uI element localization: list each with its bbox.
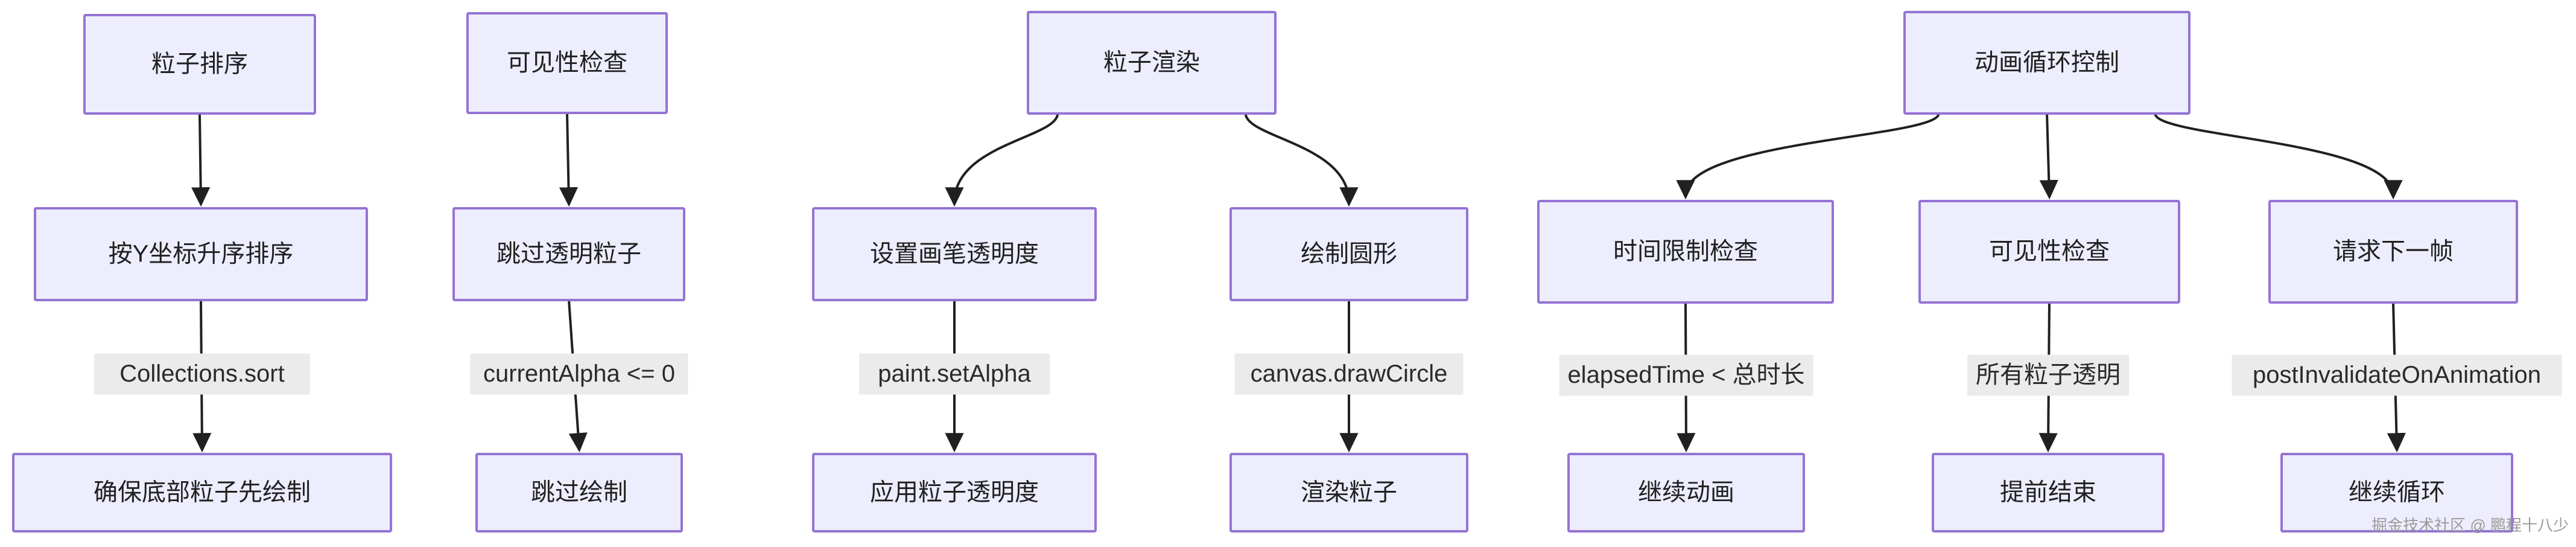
node-box[interactable] [1229, 453, 1468, 533]
edge-label-background [859, 353, 1050, 395]
node-box[interactable] [34, 207, 368, 301]
node-label: 请求下一帧 [2333, 238, 2454, 265]
flow-node[interactable]: 请求下一帧 [2268, 200, 2518, 304]
edge-label-background [1234, 353, 1464, 395]
flow-node[interactable]: 继续动画 [1567, 453, 1805, 533]
edge-connector [191, 113, 211, 207]
flow-node[interactable]: 提前结束 [1932, 453, 2165, 533]
node-box[interactable] [1027, 11, 1277, 115]
node-label: 按Y坐标升序排序 [109, 241, 294, 267]
flow-node[interactable]: 粒子排序 [83, 14, 316, 115]
node-box[interactable] [1567, 453, 1805, 533]
node-label: 确保底部粒子先绘制 [94, 479, 311, 506]
node-label: 粒子排序 [151, 51, 248, 77]
node-label: 动画循环控制 [1975, 50, 2119, 76]
node-box[interactable] [466, 12, 668, 114]
watermark: 掘金技术社区 @ 鹏程十八少 [2371, 516, 2569, 534]
flow-node[interactable]: 按Y坐标升序排序 [34, 207, 368, 301]
flow-node[interactable]: 设置画笔透明度 [812, 207, 1097, 301]
node-label: 应用粒子透明度 [870, 479, 1039, 506]
edge-label: elapsedTime < 总时长 [1567, 362, 1804, 388]
edge-label-background [94, 353, 310, 395]
node-box[interactable] [1903, 11, 2191, 115]
node-box[interactable] [812, 453, 1097, 533]
flow-node[interactable]: 跳过绘制 [475, 453, 683, 533]
flow-node[interactable]: 粒子渲染 [1027, 11, 1277, 115]
node-box[interactable] [1229, 207, 1468, 301]
node-label: 可见性检查 [1989, 238, 2110, 265]
edge-connector [2154, 113, 2403, 200]
node-box[interactable] [1932, 453, 2165, 533]
node-box[interactable] [1918, 200, 2180, 304]
edge-label-background [470, 353, 688, 395]
node-box[interactable] [475, 453, 683, 533]
node-label: 绘制圆形 [1301, 241, 1397, 267]
edge-label-background [1967, 354, 2129, 396]
node-box[interactable] [1537, 200, 1834, 304]
node-box[interactable] [12, 453, 392, 533]
flow-node[interactable]: 应用粒子透明度 [812, 453, 1097, 533]
edge-labels-layer: Collections.sort currentAlpha <= 0 paint.s… [94, 353, 2562, 396]
edge-connector [559, 112, 579, 207]
edge-label: canvas.drawCircle [1251, 360, 1448, 387]
node-label: 粒子渲染 [1103, 50, 1200, 76]
flow-node[interactable]: 绘制圆形 [1229, 207, 1468, 301]
flow-node[interactable]: 时间限制检查 [1537, 200, 1834, 304]
node-label: 渲染粒子 [1301, 479, 1397, 506]
edge-connector [1676, 113, 1940, 200]
edge-label: currentAlpha <= 0 [483, 360, 675, 387]
edge-label: Collections.sort [119, 360, 284, 387]
edge-label: paint.setAlpha [878, 360, 1031, 387]
node-label: 提前结束 [2000, 479, 2096, 506]
node-label: 可见性检查 [507, 50, 627, 76]
edge-connector [2039, 113, 2058, 200]
edge-label-background [2232, 354, 2562, 396]
edge-connector [1244, 113, 1359, 207]
flow-node[interactable]: 继续循环 [2280, 453, 2513, 533]
node-box[interactable] [812, 207, 1097, 301]
flow-node[interactable]: 可见性检查 [1918, 200, 2180, 304]
flow-node[interactable]: 确保底部粒子先绘制 [12, 453, 392, 533]
flow-node[interactable]: 渲染粒子 [1229, 453, 1468, 533]
edge-connector [945, 113, 1059, 207]
node-label: 跳过绘制 [531, 479, 627, 506]
edge-label: 所有粒子透明 [1976, 362, 2121, 388]
node-box[interactable] [2280, 453, 2513, 533]
node-label: 继续循环 [2349, 479, 2445, 506]
node-box[interactable] [452, 207, 685, 301]
node-label: 时间限制检查 [1613, 238, 1758, 265]
node-label: 继续动画 [1638, 479, 1734, 506]
node-label: 设置画笔透明度 [870, 241, 1039, 267]
flow-node[interactable]: 跳过透明粒子 [452, 207, 685, 301]
flow-node[interactable]: 可见性检查 [466, 12, 668, 114]
edge-label: postInvalidateOnAnimation [2253, 362, 2541, 388]
node-box[interactable] [2268, 200, 2518, 304]
nodes-layer: 粒子排序按Y坐标升序排序确保底部粒子先绘制可见性检查跳过透明粒子跳过绘制粒子渲染… [12, 11, 2518, 533]
edge-label-background [1559, 354, 1813, 396]
node-box[interactable] [83, 14, 316, 115]
flow-node[interactable]: 动画循环控制 [1903, 11, 2191, 115]
node-label: 跳过透明粒子 [496, 241, 641, 267]
